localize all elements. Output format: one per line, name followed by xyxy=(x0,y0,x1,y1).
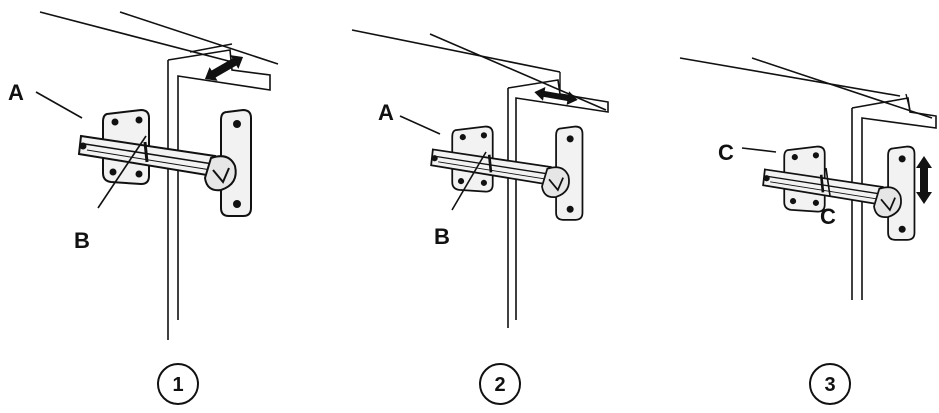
leader-line xyxy=(451,151,487,211)
cabinet-edge xyxy=(679,57,901,97)
hinge xyxy=(761,145,916,242)
leader-line xyxy=(97,135,147,209)
callout-label: A xyxy=(378,100,394,125)
adjust-arrow-icon xyxy=(916,156,932,204)
leader-line xyxy=(399,115,441,135)
cabinet-edge xyxy=(119,11,279,65)
adjust-arrow-icon xyxy=(534,87,578,105)
callout-label: B xyxy=(74,228,90,253)
adjust-arrow-icon xyxy=(204,55,244,81)
panel-1: A B 1 xyxy=(8,11,279,405)
leader-line xyxy=(825,167,831,197)
step-number: 2 xyxy=(494,374,505,396)
step-circle xyxy=(809,363,851,405)
step-circle xyxy=(479,363,521,405)
door-panel xyxy=(851,97,937,300)
callout-label: B xyxy=(434,224,450,249)
cabinet-edge xyxy=(189,43,233,53)
step-number: 3 xyxy=(824,374,835,396)
leader-line xyxy=(35,91,83,119)
step-number: 1 xyxy=(172,374,183,396)
callout-label: C xyxy=(820,204,836,229)
hinge xyxy=(77,108,253,218)
callout-label: A xyxy=(8,80,24,105)
step-circle xyxy=(157,363,199,405)
door-panel xyxy=(507,79,609,320)
callout-label: C xyxy=(718,140,734,165)
cabinet-edge xyxy=(751,57,933,119)
cabinet-edge xyxy=(39,11,241,65)
panel-3: C C 3 xyxy=(679,57,937,405)
cabinet-edge xyxy=(351,29,561,73)
door-panel xyxy=(167,49,271,320)
leader-line xyxy=(741,147,777,153)
panel-2: A B 2 xyxy=(351,29,609,405)
